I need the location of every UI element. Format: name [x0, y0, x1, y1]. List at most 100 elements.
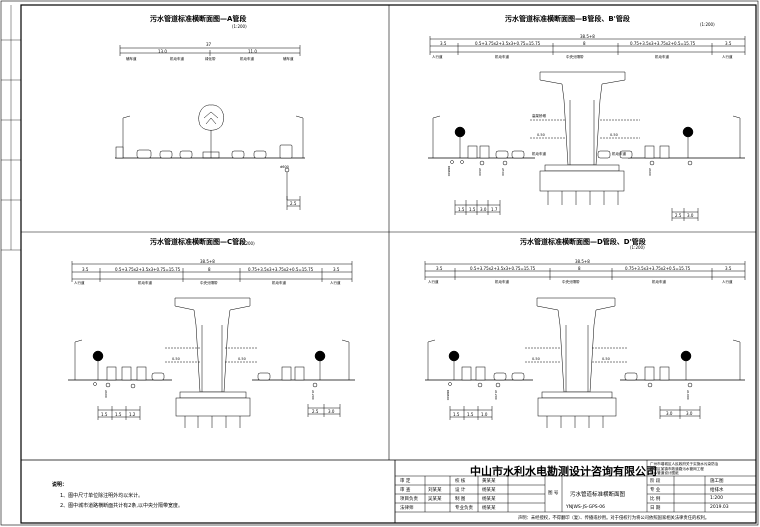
tb-value: 杨某某 [482, 506, 496, 511]
panel-d-road-label: 人行道 [722, 280, 733, 284]
panel-d-bottom-dim: 3.0 [686, 411, 693, 416]
panel-b-dim: 3.5 [440, 41, 447, 46]
panel-b-road-label: 机动车道 [495, 55, 509, 59]
panel-d-bottom-dim: 1.0 [481, 412, 488, 417]
panel-a-road-label: 辅车道 [283, 57, 294, 61]
tb-value: 杨某某 [482, 488, 496, 493]
panel-c-dim: 3.5 [82, 267, 89, 272]
panel-b-dim: 0.5+3.75x2+3.5x3+0.75=15.75 [475, 41, 541, 46]
panel-c-scale: (1:200) [240, 241, 255, 246]
footer-statement: 声明：未经授权，不得翻印（复）、传播或抄用。对于侵权行为将公司依照国家相关法律责… [518, 516, 710, 521]
panel-a-road-label: 辅车道 [126, 57, 137, 61]
panel-d-scale: (1:200) [630, 245, 645, 250]
tb-meta-value: 施工图 [710, 479, 724, 484]
notes-item: 2、图中城市道路横断面共计有2条,以中央分隔带宽度。 [60, 503, 183, 509]
panel-d-road-label: 人行道 [428, 280, 439, 284]
panel-c-pipe-label: d600 [104, 390, 108, 398]
panel-c-road-label: 中央分隔带 [200, 281, 218, 285]
panel-b-annotation: 0.50 [537, 133, 545, 137]
panel-a-road-label: 绿化带 [205, 57, 216, 61]
tb-code-label: 图 号 [548, 491, 559, 496]
panel-b-pipe-label: d600 [478, 168, 482, 176]
panel-b-bottom-dim: 1.5 [458, 207, 465, 212]
tb-meta-key: 日 期 [650, 506, 661, 511]
panel-b-pipe-label: d500 [501, 168, 505, 176]
panel-d-bottom-dim: 3.0 [666, 411, 673, 416]
panel-b-annotation: 高架桥墩 [532, 114, 546, 118]
tb-key: 专业负责 [455, 506, 473, 511]
tb-key: 设 计 [455, 488, 466, 493]
drawing-number: YNJWS-JS-GPS-06 [566, 505, 606, 510]
panel-a-road-label: 机动车道 [170, 57, 184, 61]
panel-c-bottom-dim: 1.5 [101, 412, 108, 417]
panel-c-dim: 3.5 [333, 267, 340, 272]
company-name: 中山市水利水电勘测设计咨询有限公司 [470, 465, 657, 478]
panel-d-dim: 0.5+3.75x2+3.5x3+0.75=15.75 [470, 266, 536, 271]
panel-d-dim-total: 38.5+8 [575, 259, 590, 264]
panel-c-annotation: 0.50 [238, 357, 246, 361]
panel-b-road-label: 人行道 [432, 55, 443, 59]
panel-a-scale: (1:200) [232, 24, 247, 29]
panel-a-pipe-label: d600 [280, 165, 289, 169]
title-block-grid [394, 460, 756, 523]
panel-c-title: 污水管道标准横断面图—C管段 [150, 238, 247, 246]
panel-c-dim: 8 [208, 267, 211, 272]
panel-c-dim: 0.75+3.5x3+3.75x2+0.5=15.75 [248, 267, 314, 272]
tb-key: 项目负责 [400, 497, 418, 502]
panel-a-title: 污水管道标准横断面图—A管段 [150, 15, 247, 23]
tb-key: 审 定 [400, 479, 411, 484]
panel-a-drawing [115, 45, 305, 210]
tb-key: 法律师 [400, 506, 414, 511]
panel-a-bottom-dim: 2.5 [290, 201, 297, 206]
panel-c-bottom-dim: 1.2 [129, 412, 136, 417]
panel-d-annotation: 0.50 [602, 357, 610, 361]
panel-d-road-label: 机动车道 [495, 280, 509, 284]
panel-d-annotation: 0.50 [532, 357, 540, 361]
panel-d-dim: 8 [578, 266, 581, 271]
tb-value: 黄某某 [482, 479, 496, 484]
tb-value: 杨某某 [482, 497, 496, 502]
panel-b-road-label: 机动车道 [655, 55, 669, 59]
panel-c-road-label: 机动车道 [272, 281, 286, 285]
panel-d-dim: 0.75+3.5x3+3.75x2+0.5=15.75 [625, 266, 691, 271]
panel-d-road-label: 机动车道 [652, 280, 666, 284]
panel-b-pipe-label: DN800 [447, 166, 451, 177]
panel-b-pipe-label: d600 [648, 168, 652, 176]
panel-b-dim: 3.5 [725, 41, 732, 46]
panel-b-dim: 8 [583, 41, 586, 46]
panel-a-dim-right: 11.0 [248, 49, 257, 54]
panel-b-road-label: 中央分隔带 [566, 55, 584, 59]
panel-c-road-label: 人行道 [74, 281, 85, 285]
tb-meta-key: 阶 段 [650, 479, 661, 484]
panel-c-drawing [68, 261, 355, 428]
notes-item: 1、图中尺寸单位除注明外均以米计。 [60, 493, 144, 499]
panel-b-road-label: 人行道 [722, 55, 733, 59]
panel-c-bottom-dim: 1.5 [115, 412, 122, 417]
panel-b-bottom-dim: 1.5 [469, 207, 476, 212]
notes-heading: 说明： [52, 482, 68, 488]
panel-b-drawing [428, 36, 746, 221]
tb-value: 刘某某 [428, 488, 442, 493]
panel-c-dim-total: 38.5+8 [200, 259, 215, 264]
panel-d-pipe-label: DN800 [446, 390, 450, 401]
panel-c-dim: 0.5+3.75x2+3.5x3+0.75=15.75 [115, 267, 181, 272]
panel-b-bottom-dim: 2.5 [675, 213, 682, 218]
panel-b-annotation: 机动车道 [532, 152, 546, 156]
panel-d-pipe-label: d1200 [494, 390, 498, 400]
project-line: 广州市增城区人民政府关于实施水污染防治 [650, 462, 719, 466]
panel-a-dim-left: 13.0 [158, 49, 167, 54]
panel-c-annotation: 0.50 [172, 357, 180, 361]
tb-meta-value: 1:200 [710, 496, 723, 501]
panel-d-road-label: 中央分隔带 [562, 280, 580, 284]
panel-b-bottom-dim: 3.0 [687, 213, 694, 218]
panel-a-road-label: 机动车道 [240, 57, 254, 61]
panel-b-title: 污水管道标准横断面图—B管段、B'管段 [505, 15, 630, 23]
panel-d-bottom-dim: 1.5 [467, 412, 474, 417]
panel-c-bottom-dim: 3.0 [328, 409, 335, 414]
tb-meta-key: 专 业 [650, 488, 661, 493]
project-line: 增城区某镇市政道路污水管网工程 [650, 467, 704, 471]
panel-b-dim-total: 38.5+8 [580, 34, 595, 39]
panel-d-dim: 3.5 [725, 266, 732, 271]
